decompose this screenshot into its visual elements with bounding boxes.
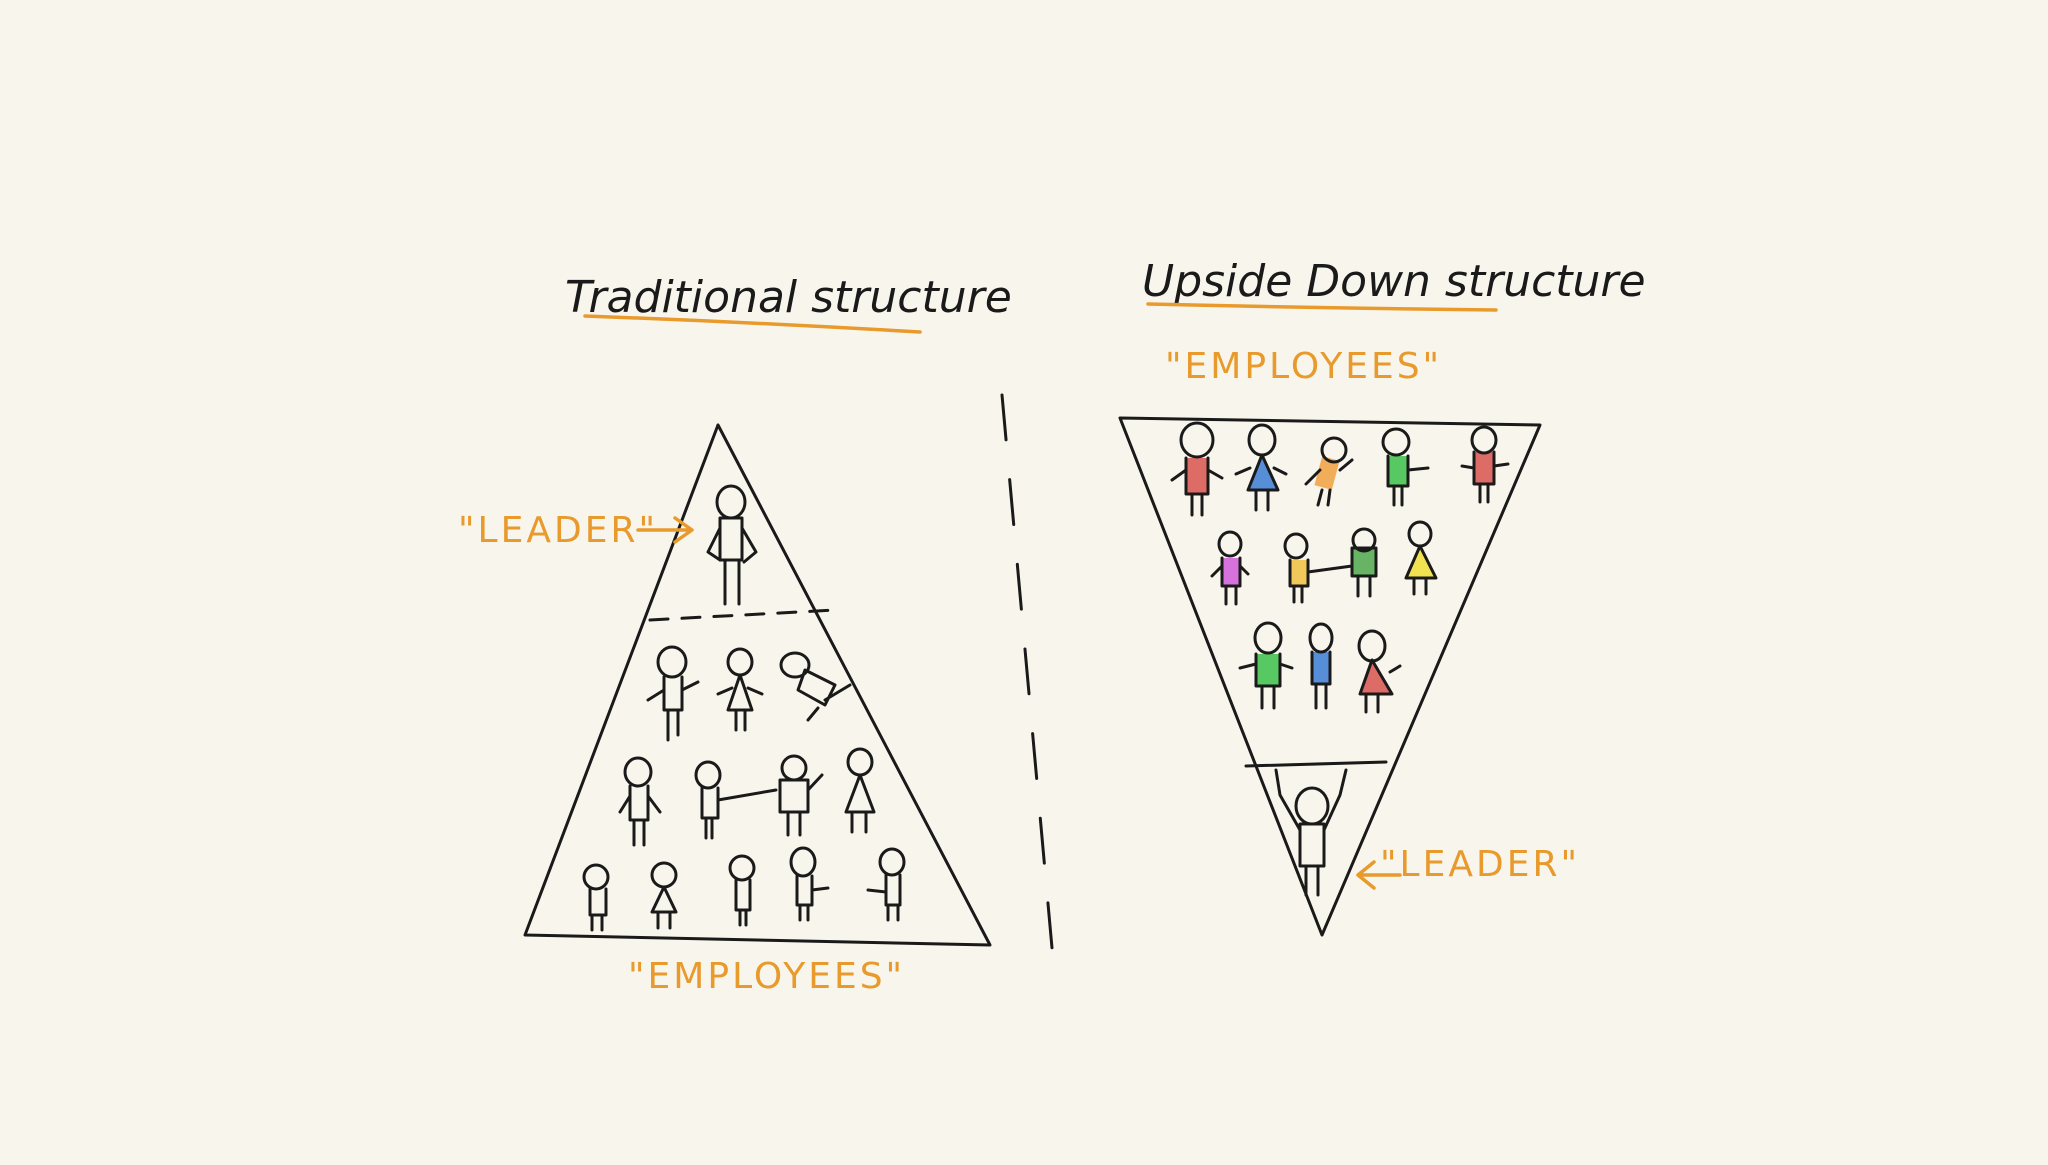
- leader-figure: [706, 484, 758, 606]
- leader-arrow: [636, 516, 694, 544]
- center-divider: [1000, 393, 1056, 972]
- leader-divider-dashed: [648, 608, 837, 622]
- leader-figure-bottom: [1274, 768, 1348, 897]
- employees-label: "EMPLOYEES": [628, 956, 905, 997]
- title-underline: [583, 314, 922, 334]
- traditional-structure-panel: Traditional structure "LEADER": [458, 272, 1012, 997]
- title-underline-right: [1146, 302, 1498, 312]
- employees-label-top: "EMPLOYEES": [1165, 346, 1442, 387]
- leader-label: "LEADER": [458, 510, 658, 551]
- pyramid-outline: [523, 423, 992, 947]
- leader-label-right: "LEADER": [1380, 844, 1580, 885]
- traditional-structure-title: Traditional structure: [565, 272, 1012, 323]
- employee-figures-upside-down: [1170, 421, 1510, 714]
- upside-down-structure-title: Upside Down structure: [1142, 256, 1646, 307]
- leader-divider: [1244, 760, 1388, 768]
- employee-figures-traditional: [582, 645, 906, 932]
- leader-arrow-right: [1356, 860, 1402, 890]
- upside-down-structure-panel: Upside Down structure "EMPLOYEES": [1118, 256, 1646, 937]
- inverted-pyramid-outline: [1118, 416, 1542, 937]
